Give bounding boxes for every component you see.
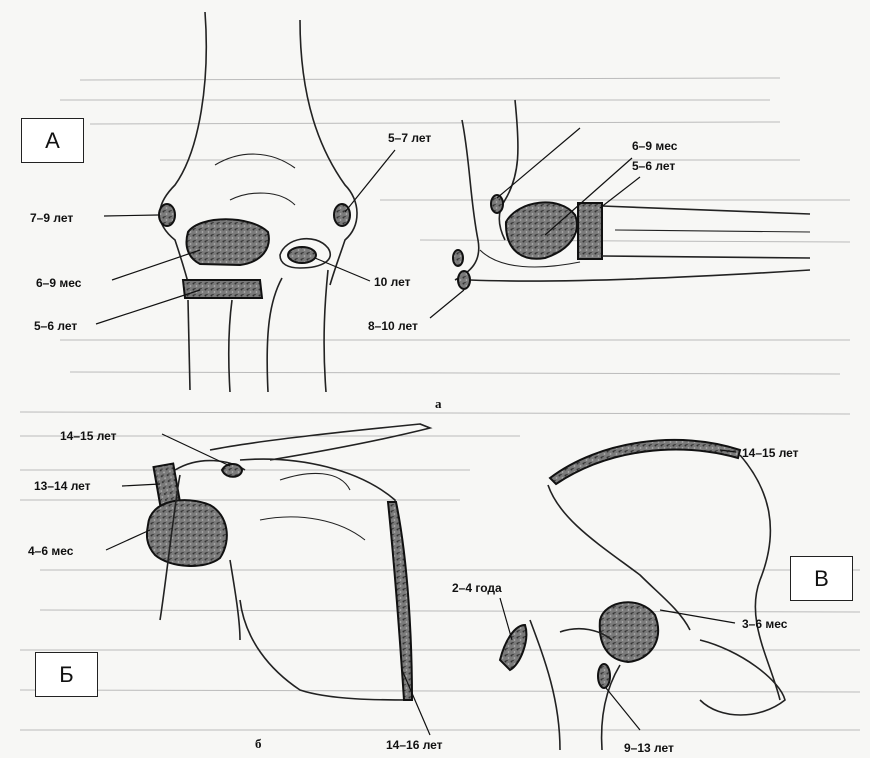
label-femoral-head: 3–6 мес [742, 617, 788, 631]
radial-head-ossification [183, 280, 262, 298]
elbow-front-view [96, 12, 395, 392]
label-capitulum: 6–9 мес [36, 276, 82, 290]
humeral-head-ossification [147, 500, 227, 566]
ischial-ossification [598, 664, 610, 688]
pointer-med-epicondyle [104, 215, 158, 216]
ulna-left [267, 278, 282, 392]
label-lat-epicondyle: 5–7 лет [388, 131, 431, 145]
humerus-outline-right [300, 20, 357, 285]
label-iliac-crest: 14–15 лет [742, 446, 799, 460]
shoulder-view [106, 424, 430, 735]
pelvis-view [500, 440, 785, 750]
panel-label-v: В [790, 556, 853, 601]
trochlea-ossification [288, 247, 316, 263]
olecranon-ossification-2 [458, 271, 470, 289]
subcaption-b: б [255, 736, 262, 751]
scapula-outline [240, 459, 410, 700]
pointer-scapula-border [402, 670, 430, 735]
pointer-side-epicondyle [497, 128, 580, 198]
panel-label-b: Б [35, 652, 98, 697]
elbow-side-view [430, 100, 810, 318]
label-radial-head: 5–6 лет [34, 319, 77, 333]
pointer-trochlea [315, 258, 370, 281]
panel-label-a: А [21, 118, 84, 163]
olecranon-ossification-1 [453, 250, 463, 266]
acromion-ossification [222, 464, 242, 477]
radius-right [229, 300, 232, 392]
subcaption-a: а [435, 396, 442, 411]
radius-shaft-top [602, 206, 810, 214]
humerus-shaft-right [230, 560, 240, 640]
radius-shaft-mid [615, 230, 810, 232]
label-coracoid: 13–14 лет [34, 479, 91, 493]
pointer-humeral-head [106, 530, 150, 550]
medial-epicondyle-ossification [159, 204, 175, 226]
label-scapula-border: 14–16 лет [386, 738, 443, 752]
ulna-shaft [470, 270, 810, 281]
label-med-epicondyle: 7–9 лет [30, 211, 73, 225]
label-trochlea: 10 лет [374, 275, 411, 289]
label-side-capitulum: 6–9 мес [632, 139, 678, 153]
radius-shaft-bottom [602, 256, 810, 258]
ilium-outline-right [740, 455, 780, 700]
lateral-epicondyle-ossification [334, 204, 350, 226]
label-humeral-head: 4–6 мес [28, 544, 74, 558]
label-greater-trochanter: 2–4 года [452, 581, 502, 595]
ischium-outline [700, 640, 785, 715]
pointer-lat-epicondyle [345, 150, 395, 212]
greater-trochanter-ossification [500, 625, 526, 670]
scapula-spine [260, 473, 365, 540]
label-acromion: 14–15 лет [60, 429, 117, 443]
pointer-coracoid [122, 484, 160, 486]
label-side-radial-head: 5–6 лет [632, 159, 675, 173]
iliac-crest-ossification [550, 440, 740, 484]
radius-left [188, 300, 190, 390]
side-radial-head-ossification [578, 203, 602, 259]
label-olecranon: 8–10 лет [368, 319, 418, 333]
scapula-border-ossification [388, 502, 412, 700]
clavicle [210, 424, 430, 460]
fossa-line-2 [230, 193, 295, 205]
pointer-olecranon [430, 290, 464, 318]
label-ischial: 9–13 лет [624, 741, 674, 755]
ulna-right [324, 270, 328, 392]
fossa-line [215, 154, 295, 168]
femoral-head-ossification [600, 602, 658, 662]
side-capitulum-ossification [506, 202, 577, 258]
pointer-ischial [606, 688, 640, 730]
pointer-greater-trochanter [500, 598, 512, 640]
pointer-radial-head [96, 290, 200, 324]
capitulum-ossification [187, 219, 269, 265]
